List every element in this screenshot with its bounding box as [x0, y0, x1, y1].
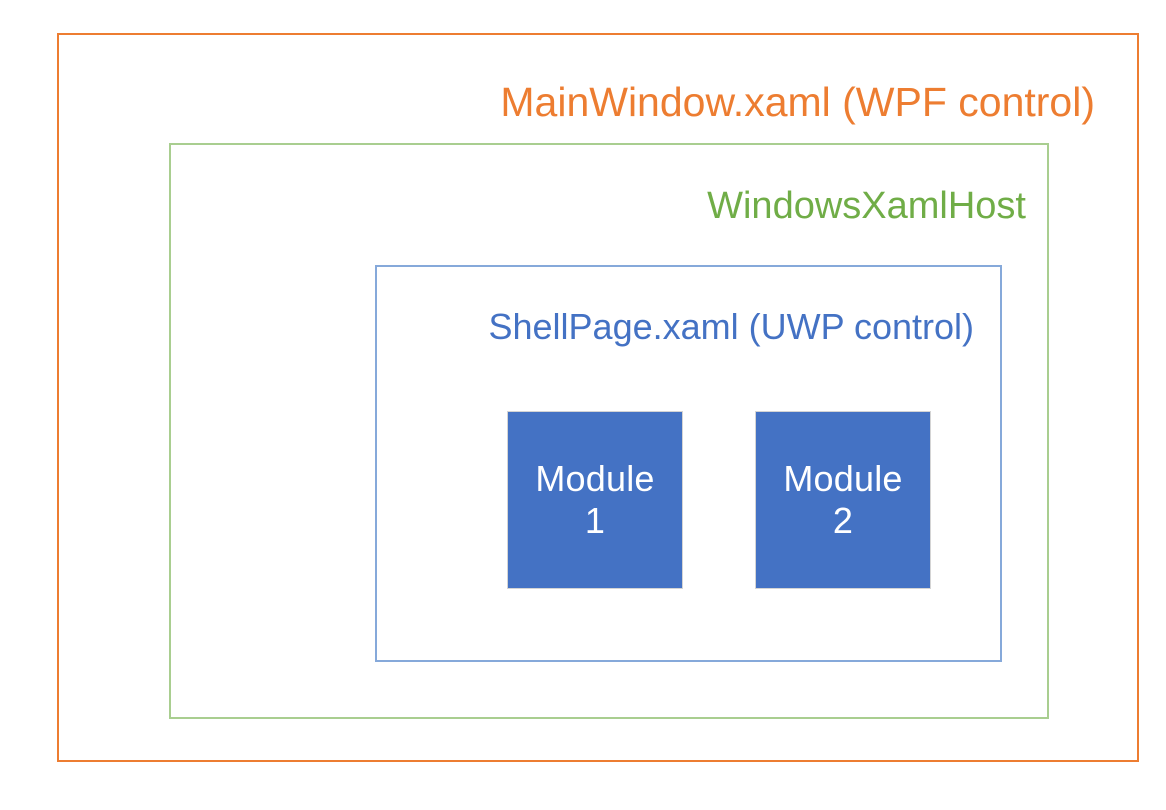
module-1-number: 1	[584, 500, 606, 541]
module-2-name: Module	[783, 457, 903, 499]
windowsxamlhost-label: WindowsXamlHost	[707, 185, 1026, 227]
module-1-name: Module	[535, 457, 655, 499]
mainwindow-container: MainWindow.xaml (WPF control) WindowsXam…	[57, 33, 1139, 762]
windowsxamlhost-container: WindowsXamlHost ShellPage.xaml (UWP cont…	[169, 143, 1049, 719]
module-box-2[interactable]: Module 2	[755, 411, 931, 589]
shellpage-label: ShellPage.xaml (UWP control)	[488, 306, 974, 347]
shellpage-container: ShellPage.xaml (UWP control) Module 1 Mo…	[375, 265, 1002, 662]
module-box-1[interactable]: Module 1	[507, 411, 683, 589]
module-2-number: 2	[832, 500, 854, 541]
module-row: Module 1 Module 2	[507, 411, 932, 589]
mainwindow-label: MainWindow.xaml (WPF control)	[500, 79, 1095, 125]
